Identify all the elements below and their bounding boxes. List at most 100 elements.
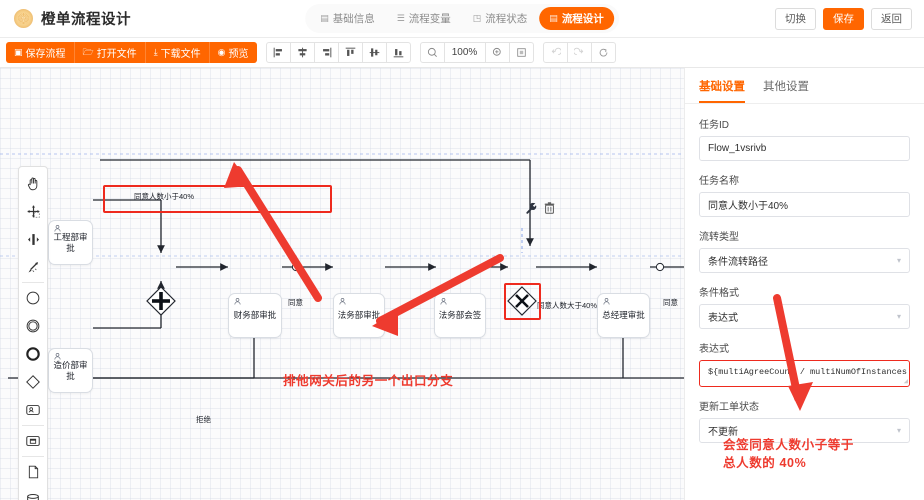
annotation-countersign-rule-line1: 会签同意人数小子等于 (723, 438, 855, 452)
node-general-manager-approval-label: 总经理审批 (602, 310, 645, 321)
download-file-button[interactable]: ⤓ 下载文件 (145, 42, 210, 63)
preview-button[interactable]: ◉ 预览 (209, 42, 257, 63)
align-center-h-icon (297, 47, 307, 58)
field-flow-type: 流转类型 条件流转路径 ▾ (699, 228, 910, 273)
align-right-button[interactable] (313, 42, 339, 63)
zoom-in-button[interactable] (484, 42, 510, 63)
node-engineering-approval[interactable]: 工程部审批 (48, 220, 93, 265)
field-expression: 表达式 ${multiAgreeCount / multiNumOfInstan… (699, 340, 910, 387)
diagram-canvas[interactable]: 同意人数小于40% 工程部审批 造价部审批 财务部审批 法务部审 (0, 68, 684, 500)
subprocess-button[interactable] (19, 427, 47, 455)
move-tool-button[interactable] (19, 197, 47, 225)
user-task-icon (54, 225, 61, 232)
open-file-button[interactable]: 🗁 打开文件 (74, 42, 146, 63)
node-legal-countersign[interactable]: 法务部会签 (434, 293, 486, 338)
download-file-label: 下载文件 (160, 49, 201, 60)
zoom-reset-button[interactable] (419, 42, 445, 63)
edge-label-reject[interactable]: 拒绝 (196, 415, 211, 424)
condition-format-select[interactable]: 表达式 ▾ (699, 304, 910, 329)
intermediate-event-button[interactable] (19, 312, 47, 340)
tab-process-status[interactable]: ◳ 流程状态 (463, 7, 538, 30)
lasso-tool-button[interactable] (19, 253, 47, 281)
zoom-fit-button[interactable] (508, 42, 534, 63)
align-tool-icon (27, 233, 39, 245)
tab-process-variables[interactable]: ☰ 流程变量 (387, 7, 461, 30)
back-button[interactable]: 返回 (871, 7, 912, 30)
align-center-h-button[interactable] (289, 42, 315, 63)
canvas-grid (0, 68, 684, 500)
update-order-status-value: 不更新 (708, 427, 738, 438)
toolbar-zoom-group: 100% (419, 42, 534, 63)
node-engineering-approval-label: 工程部审批 (53, 231, 88, 253)
gateway-exclusive[interactable] (507, 286, 537, 321)
refresh-button[interactable] (590, 42, 616, 63)
user-task-button[interactable] (19, 396, 47, 424)
toolbar-history-group (542, 42, 616, 63)
edge-label-agree-2[interactable]: 同意 (663, 298, 678, 307)
field-flow-type-label: 流转类型 (699, 232, 739, 243)
trash-icon[interactable] (543, 201, 556, 215)
undo-button[interactable] (542, 42, 568, 63)
flow-type-select[interactable]: 条件流转路径 ▾ (699, 248, 910, 273)
tab-process-status-label: 流程状态 (485, 13, 528, 25)
chevron-down-icon: ▾ (896, 312, 901, 321)
field-expression-label: 表达式 (699, 344, 729, 355)
start-event-button[interactable] (19, 284, 47, 312)
save-process-label: 保存流程 (25, 49, 66, 60)
edge-label-agree-1[interactable]: 同意 (288, 298, 303, 307)
data-store-button[interactable] (19, 486, 47, 500)
tab-process-variables-label: 流程变量 (408, 13, 451, 25)
redo-icon (573, 47, 583, 56)
align-right-icon (322, 47, 331, 58)
end-event-button[interactable] (19, 340, 47, 368)
gateway-parallel[interactable] (146, 286, 176, 321)
node-cost-approval-label: 造价部审批 (53, 359, 88, 381)
gateway-button[interactable] (19, 368, 47, 396)
task-id-input[interactable]: Flow_1vsrivb (699, 136, 910, 161)
gateway-selection-box[interactable] (504, 283, 541, 320)
hand-tool-icon (27, 177, 37, 190)
zoom-level-display[interactable]: 100% (443, 42, 486, 63)
hand-tool-button[interactable] (19, 169, 47, 197)
node-legal-approval[interactable]: 法务部审批 (333, 293, 385, 338)
tab-basic-info[interactable]: ▤ 基础信息 (310, 7, 385, 30)
palette-divider-2 (22, 425, 44, 426)
intermediate-event-icon (26, 319, 40, 333)
subprocess-icon (26, 436, 40, 446)
panel-tab-other-settings[interactable]: 其他设置 (763, 81, 809, 93)
node-cost-approval[interactable]: 造价部审批 (48, 348, 93, 393)
field-update-order-status-label: 更新工单状态 (699, 402, 759, 413)
parallel-gateway-icon (146, 286, 176, 316)
task-name-input[interactable]: 同意人数小于40% (699, 192, 910, 217)
panel-tab-basic-settings[interactable]: 基础设置 (699, 78, 745, 103)
edge-label-agree-gt-40[interactable]: 同意人数大于40% (537, 301, 598, 310)
list-icon: ☰ (396, 13, 405, 23)
selected-edge-highlight[interactable] (103, 185, 332, 213)
node-finance-approval[interactable]: 财务部审批 (228, 293, 282, 338)
field-condition-format: 条件格式 表达式 ▾ (699, 284, 910, 329)
save-icon: ▣ (14, 47, 23, 57)
align-left-button[interactable] (265, 42, 291, 63)
resize-grip-icon[interactable]: ◢ (903, 378, 908, 386)
save-process-button[interactable]: ▣ 保存流程 (6, 42, 75, 63)
node-general-manager-approval[interactable]: 总经理审批 (597, 293, 650, 338)
editor-body: 同意人数小于40% 工程部审批 造价部审批 财务部审批 法务部审 (0, 68, 924, 500)
switch-button[interactable]: 切换 (775, 7, 816, 30)
brand: 橙单流程设计 (0, 8, 131, 29)
refresh-icon (599, 48, 607, 57)
align-tool-button[interactable] (19, 225, 47, 253)
align-middle-v-icon (369, 48, 379, 57)
align-top-button[interactable] (337, 42, 363, 63)
align-bottom-button[interactable] (385, 42, 411, 63)
wrench-icon[interactable] (525, 202, 538, 215)
redo-button[interactable] (566, 42, 592, 63)
expression-textarea[interactable]: ${multiAgreeCount / multiNumOfInstances … (699, 360, 910, 387)
tab-process-design[interactable]: ▤ 流程设计 (539, 7, 614, 30)
update-order-status-select[interactable]: 不更新 ▾ (699, 418, 910, 443)
align-middle-v-button[interactable] (361, 42, 387, 63)
save-button[interactable]: 保存 (823, 7, 864, 30)
edge-label-agree-lt-40[interactable]: 同意人数小于40% (134, 192, 195, 201)
data-object-button[interactable] (19, 458, 47, 486)
preview-label: 预览 (228, 49, 249, 60)
